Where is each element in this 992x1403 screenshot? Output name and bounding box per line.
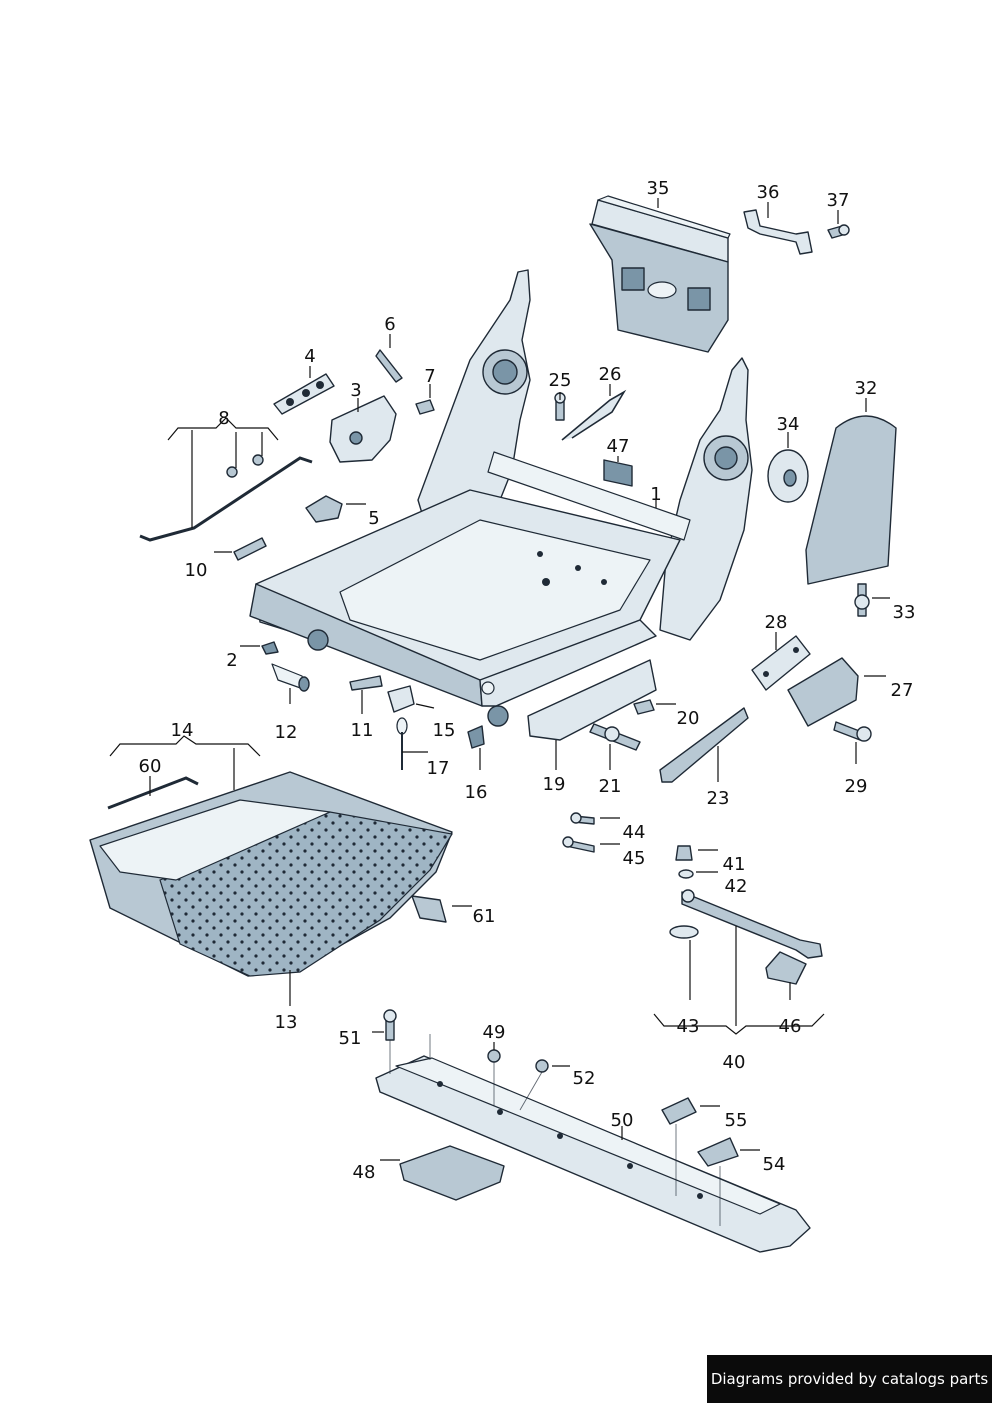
label-42: 42 <box>725 876 748 897</box>
bolt-44 <box>570 812 595 825</box>
hinge-plate-4 <box>273 373 335 415</box>
plate-28 <box>751 635 811 691</box>
label-25: 25 <box>549 370 572 391</box>
label-44: 44 <box>623 822 646 843</box>
spring-6 <box>375 349 403 383</box>
label-16: 16 <box>465 782 488 803</box>
plate-48 <box>399 1145 505 1201</box>
label-15: 15 <box>433 720 456 741</box>
bolt-45 <box>562 836 595 853</box>
label-34: 34 <box>777 414 800 435</box>
cable-tie-26 <box>561 389 627 441</box>
label-52: 52 <box>573 1068 596 1089</box>
label-5: 5 <box>368 508 379 529</box>
label-13: 13 <box>275 1012 298 1033</box>
label-51: 51 <box>339 1028 362 1049</box>
washer-43 <box>669 925 699 939</box>
spring-11 <box>349 675 383 691</box>
strap-36 <box>743 209 813 255</box>
label-48: 48 <box>353 1162 376 1183</box>
backrest-cover-panel-35 <box>589 195 731 353</box>
pin-21 <box>589 723 641 751</box>
bolt-51 <box>383 1009 397 1041</box>
rail-cover-19 <box>527 659 657 741</box>
label-2: 2 <box>226 650 237 671</box>
clip-61 <box>411 895 447 923</box>
label-10: 10 <box>185 560 208 581</box>
label-40: 40 <box>723 1052 746 1073</box>
label-4: 4 <box>304 346 315 367</box>
cover-55 <box>661 1097 697 1125</box>
label-3: 3 <box>350 380 361 401</box>
label-61: 61 <box>473 906 496 927</box>
bolt-20 <box>633 699 655 715</box>
label-11: 11 <box>351 720 374 741</box>
bracket-27 <box>787 657 859 727</box>
label-8: 8 <box>218 408 229 429</box>
label-19: 19 <box>543 774 566 795</box>
label-29: 29 <box>845 776 868 797</box>
label-45: 45 <box>623 848 646 869</box>
label-54: 54 <box>763 1154 786 1175</box>
cable-rod-8 <box>139 454 313 542</box>
wire-60 <box>107 776 199 810</box>
credit-banner: Diagrams provided by catalogs parts <box>707 1355 992 1403</box>
clip-5 <box>305 495 343 523</box>
screw-29 <box>833 721 872 742</box>
part-number-labels: 35 36 37 6 4 7 3 25 26 32 8 34 47 1 5 10… <box>139 178 916 1183</box>
strap-23 <box>659 707 749 783</box>
bracket-3 <box>329 395 397 463</box>
label-14: 14 <box>171 720 194 741</box>
bolt-37 <box>827 224 850 239</box>
label-47: 47 <box>607 436 630 457</box>
nut-52 <box>535 1059 549 1073</box>
block-15 <box>387 685 415 713</box>
label-33: 33 <box>893 602 916 623</box>
seat-cushion-13 <box>89 771 453 977</box>
label-21: 21 <box>599 776 622 797</box>
label-6: 6 <box>384 314 395 335</box>
label-7: 7 <box>424 366 435 387</box>
label-50: 50 <box>611 1110 634 1131</box>
label-37: 37 <box>827 190 850 211</box>
assembly-guides <box>389 1034 721 1226</box>
stabilizer-bar-40 <box>681 889 823 959</box>
clip-46 <box>765 951 807 985</box>
cylinder-12 <box>271 663 310 692</box>
pin-17 <box>396 717 408 770</box>
screw-33 <box>854 583 870 617</box>
clip-54 <box>697 1137 739 1167</box>
label-20: 20 <box>677 708 700 729</box>
pad-47 <box>603 459 633 487</box>
label-17: 17 <box>427 758 450 779</box>
nut-49 <box>487 1049 501 1063</box>
seat-rail-50 <box>375 1055 811 1253</box>
label-23: 23 <box>707 788 730 809</box>
label-32: 32 <box>855 378 878 399</box>
label-46: 46 <box>779 1016 802 1037</box>
label-35: 35 <box>647 178 670 199</box>
label-43: 43 <box>677 1016 700 1037</box>
spring-10 <box>233 537 267 561</box>
cap-2 <box>261 641 279 655</box>
label-60: 60 <box>139 756 162 777</box>
label-27: 27 <box>891 680 914 701</box>
label-41: 41 <box>723 854 746 875</box>
side-cover-32 <box>805 415 897 585</box>
washer-42 <box>678 869 694 879</box>
disc-34 <box>767 449 809 503</box>
label-1: 1 <box>650 484 661 505</box>
label-12: 12 <box>275 722 298 743</box>
cap-16 <box>467 725 485 749</box>
label-49: 49 <box>483 1022 506 1043</box>
label-55: 55 <box>725 1110 748 1131</box>
nut-41 <box>675 845 693 861</box>
label-28: 28 <box>765 612 788 633</box>
seat-frame-1 <box>249 269 753 727</box>
label-36: 36 <box>757 182 780 203</box>
leader-lines <box>109 198 890 1161</box>
label-26: 26 <box>599 364 622 385</box>
bolt-7 <box>415 399 435 415</box>
